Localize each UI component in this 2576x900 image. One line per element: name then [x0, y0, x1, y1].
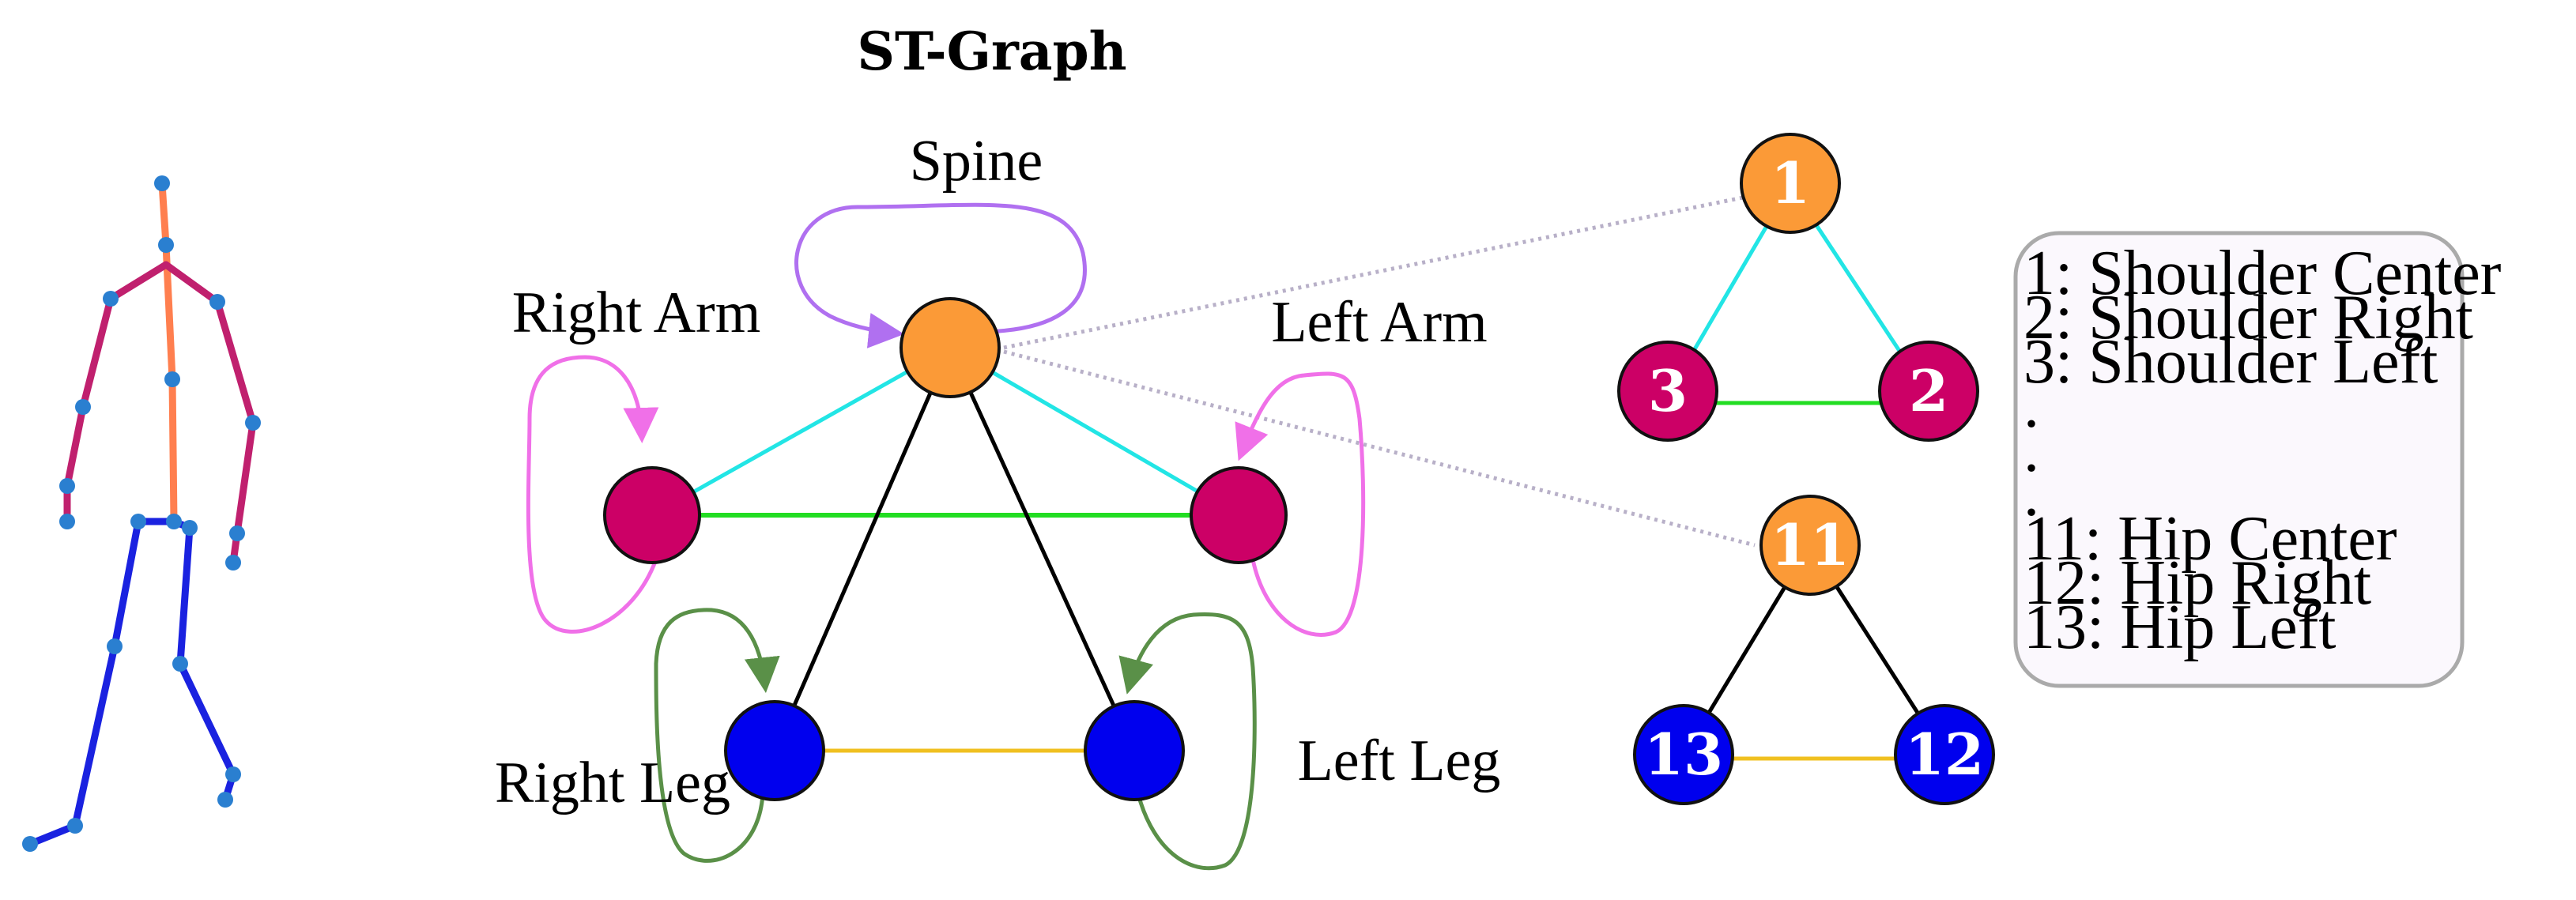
- node-right-arm: [603, 466, 701, 564]
- zoom-node-1: [1740, 133, 1841, 234]
- st-graph-edges: [651, 345, 1240, 753]
- zoom-node-3: [1617, 341, 1718, 442]
- diagram-title: ST-Graph: [857, 21, 1126, 82]
- edge-spine-left-leg: [948, 346, 1137, 752]
- spine-self-loop: [794, 202, 1087, 348]
- st-graph-nodes: [603, 297, 1288, 801]
- legend-line-9: 13: Hip Left: [2023, 593, 2336, 662]
- node-spine: [900, 297, 1001, 398]
- skeleton-left-leg: [176, 524, 237, 804]
- legend-line-2: 2: Shoulder Right: [2023, 283, 2473, 352]
- right-leg-self-loop: [654, 608, 780, 863]
- zoom-node-12: [1894, 704, 1995, 805]
- legend-line-7: 11: Hip Center: [2023, 504, 2397, 574]
- zoom-links: [1003, 195, 1756, 548]
- legend-line-3: 3: Shoulder Left: [2023, 327, 2438, 397]
- right-arm-self-loop: [526, 355, 659, 634]
- legend-line-8: 12: Hip Right: [2023, 548, 2371, 618]
- left-arm-self-loop: [1235, 371, 1366, 637]
- node-left-arm: [1190, 466, 1288, 564]
- zoom-graph-hips: 11 13 12: [1633, 495, 1995, 805]
- label-right-leg: Right Leg: [495, 751, 730, 815]
- node-left-leg: [1084, 700, 1185, 801]
- zoom-node-11: [1759, 495, 1861, 596]
- legend-line-4: .: [2023, 371, 2039, 441]
- left-leg-self-loop: [1118, 612, 1257, 871]
- skeleton-figure: [22, 175, 261, 852]
- edge-spine-right-arm: [651, 345, 952, 518]
- zoom-node-2: [1878, 341, 1979, 442]
- label-spine: Spine: [910, 129, 1043, 194]
- legend-line-1: 1: Shoulder Center: [2023, 239, 2501, 308]
- node-right-leg: [724, 700, 825, 801]
- joint-legend-box: [2013, 231, 2465, 688]
- zoom-node-11-label: 11: [1771, 511, 1850, 578]
- legend-line-5: .: [2023, 416, 2039, 485]
- joint-legend: 1: Shoulder Center 2: Shoulder Right 3: …: [2013, 231, 2501, 688]
- skeleton-joints: [22, 175, 261, 852]
- zoom-node-12-label: 12: [1905, 721, 1984, 788]
- label-right-arm: Right Arm: [512, 281, 761, 345]
- edge-spine-left-arm: [949, 345, 1240, 518]
- skeleton-spine: [158, 179, 178, 525]
- zoom-graph-shoulders: 1 3 2: [1617, 133, 1979, 442]
- legend-line-6: .: [2023, 460, 2039, 529]
- zoom-node-3-label: 3: [1648, 357, 1688, 424]
- label-left-arm: Left Arm: [1271, 290, 1487, 355]
- zoom-node-1-label: 1: [1771, 149, 1810, 217]
- skeleton-right-leg: [26, 518, 142, 848]
- edge-spine-right-leg: [772, 347, 952, 751]
- label-left-leg: Left Leg: [1298, 729, 1501, 793]
- zoom-node-13-label: 13: [1644, 721, 1723, 788]
- zoom-node-2-label: 2: [1909, 357, 1948, 424]
- zoom-node-13: [1633, 704, 1734, 805]
